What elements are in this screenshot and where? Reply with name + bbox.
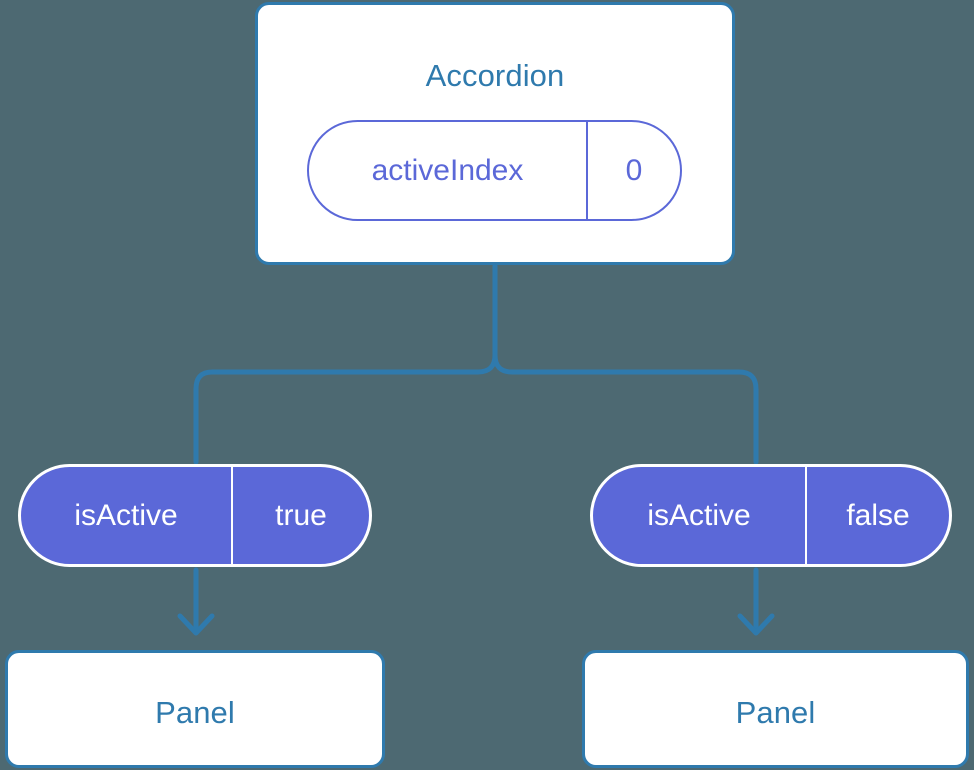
state-badge-key: activeIndex xyxy=(309,122,588,219)
arrow-left-head-icon xyxy=(177,613,215,636)
prop-badge-key: isActive xyxy=(593,467,807,564)
fork-branch-right xyxy=(492,352,759,465)
panel-right-label: Panel xyxy=(735,695,816,730)
state-badge-value: 0 xyxy=(625,153,643,187)
prop-badge-value: false xyxy=(846,498,910,532)
prop-badge-key: isActive xyxy=(21,467,233,564)
prop-badge-value: true xyxy=(275,498,327,532)
accordion-label: Accordion xyxy=(425,58,565,93)
prop-badge-is-active-false[interactable]: isActive false xyxy=(590,464,952,567)
node-panel-right[interactable]: Panel xyxy=(582,650,969,768)
node-panel-left[interactable]: Panel xyxy=(5,650,385,768)
fork-branch-left xyxy=(193,352,498,465)
arrow-right-head-icon xyxy=(737,613,775,636)
prop-badge-is-active-true[interactable]: isActive true xyxy=(18,464,372,567)
panel-left-label: Panel xyxy=(155,695,235,730)
state-badge-active-index[interactable]: activeIndex 0 xyxy=(307,120,682,221)
